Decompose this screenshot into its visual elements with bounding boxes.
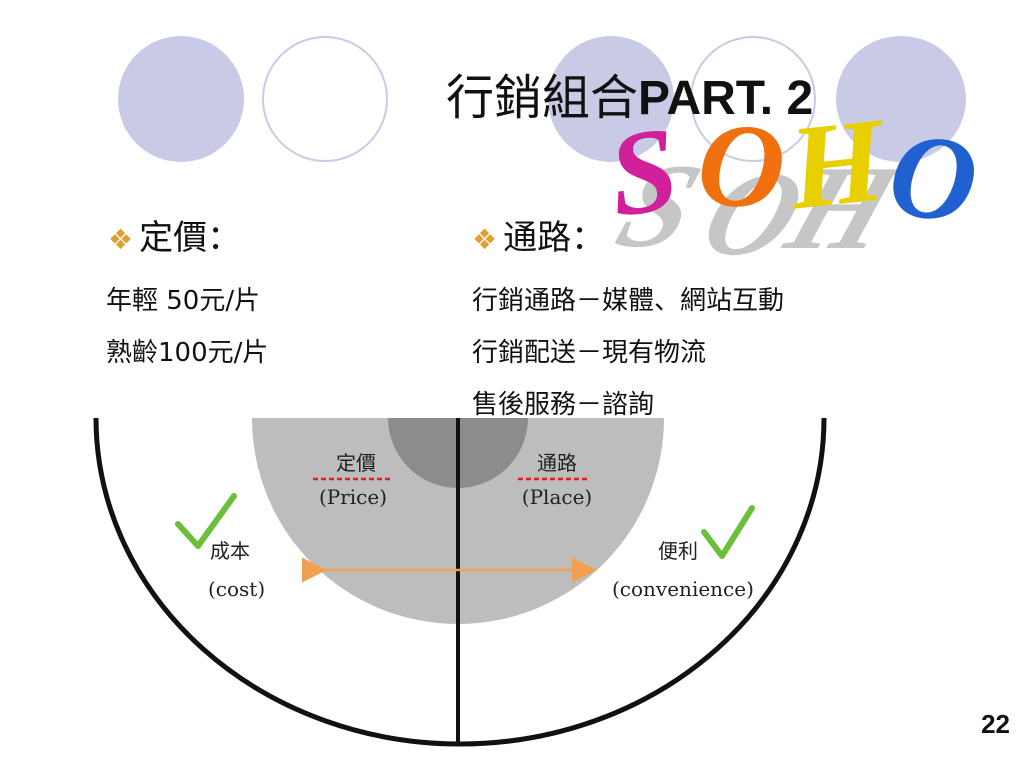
decorative-circle <box>690 36 816 162</box>
decorative-circle <box>836 36 966 162</box>
decorative-circle <box>548 36 674 162</box>
price-heading-text: 定價： <box>139 218 242 258</box>
outer-semicircle <box>93 418 827 747</box>
place-line-2: 行銷配送－現有物流 <box>472 338 707 368</box>
convenience-label-en: (convenience) <box>612 577 754 601</box>
check-icon-convenience <box>701 505 755 559</box>
title-part: PART. 2 <box>638 72 814 125</box>
price-label-en: (Price) <box>319 485 387 509</box>
diamond-bullet-icon: ❖ <box>108 223 134 256</box>
price-line-2: 熟齡100元/片 <box>106 338 269 368</box>
decorative-circle <box>262 36 388 162</box>
title-chinese: 行銷組合 <box>446 70 639 126</box>
place-heading: ❖通路： <box>472 210 605 259</box>
check-icon-cost <box>175 493 237 549</box>
place-label-cn: 通路 <box>537 451 577 475</box>
place-heading-text: 通路： <box>503 218 606 258</box>
place-line-3: 售後服務－諮詢 <box>472 390 655 420</box>
convenience-label-cn: 便利 <box>658 539 698 563</box>
price-heading: ❖定價： <box>108 210 241 259</box>
price-line-1: 年輕 50元/片 <box>106 286 261 316</box>
diamond-bullet-icon: ❖ <box>472 223 498 256</box>
cost-label-en: (cost) <box>208 577 265 601</box>
slide-title: 行銷組合PART. 2 <box>446 58 813 128</box>
place-label-en: (Place) <box>522 485 592 509</box>
cost-label-cn: 成本 <box>210 539 250 563</box>
price-label-cn: 定價 <box>336 451 376 475</box>
page-number: 22 <box>981 709 1010 739</box>
place-line-1: 行銷通路－媒體、網站互動 <box>472 286 785 316</box>
decorative-circle <box>118 36 244 162</box>
